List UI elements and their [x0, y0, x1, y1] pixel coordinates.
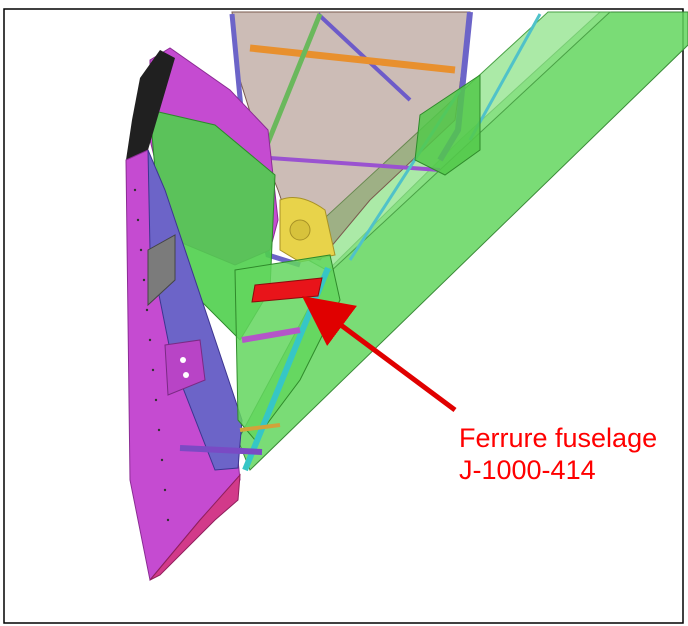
callout-label-line2: J-1000-414	[459, 455, 596, 485]
purple-foot	[179, 445, 263, 455]
bracket-hole-2	[183, 372, 189, 378]
callout-arrow	[301, 296, 457, 413]
fin-lower-tip	[149, 473, 241, 581]
bulkhead-hole	[289, 219, 311, 241]
rivet-line	[133, 188, 170, 522]
callout-label-line1: Ferrure fuselage	[459, 423, 658, 453]
gusset-plate	[414, 74, 481, 176]
fuselage-fitting-part	[251, 277, 323, 303]
purple-crossmember	[241, 327, 301, 343]
callout-label: Ferrure fuselage J-1000-414	[459, 422, 657, 486]
leading-edge-cap	[126, 50, 175, 160]
diagonal-brace-4	[468, 13, 542, 141]
bracket-magenta	[164, 339, 206, 396]
orange-crossmember	[239, 423, 281, 432]
bracket-hole-1	[180, 357, 186, 363]
bracket-gray	[147, 234, 176, 307]
cross-tube-purple	[269, 156, 441, 172]
diagonal-brace-2	[262, 13, 323, 151]
cross-tube-orange	[249, 44, 456, 74]
